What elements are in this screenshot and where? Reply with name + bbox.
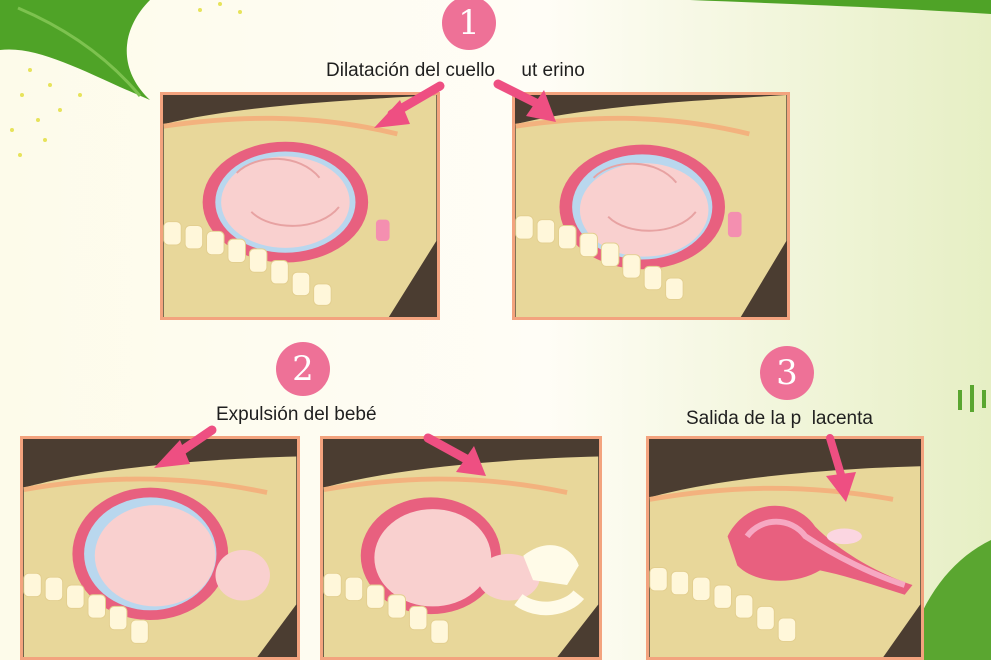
leaf-top-left: [0, 0, 150, 100]
step-2-illustration-a: [20, 436, 300, 660]
step-3-arrow-icon: [826, 434, 856, 502]
step-1-caption: Dilatación del cuello ut erino: [326, 60, 585, 81]
step-1-illustration-b: [512, 92, 790, 320]
step-2-caption: Expulsión del bebé: [216, 404, 377, 425]
step-2-illustration-b: [320, 436, 602, 660]
step-2-number-badge: 2: [276, 342, 330, 396]
step-3-caption: Salida de la p lacenta: [686, 408, 873, 429]
step-2-arrow-left-icon: [154, 425, 217, 468]
step-1-number-badge: 1: [442, 0, 496, 50]
leaf-top-right: [690, 0, 991, 14]
step-1-illustration-a: [160, 92, 440, 320]
step-3-number-badge: 3: [760, 346, 814, 400]
step-1-arrow-left-icon: [374, 81, 445, 128]
step-2-arrow-right-icon: [423, 433, 486, 476]
leaf-bottom-right: [905, 540, 991, 660]
step-3-illustration: [646, 436, 924, 660]
step-1-arrow-right-icon: [493, 79, 556, 122]
